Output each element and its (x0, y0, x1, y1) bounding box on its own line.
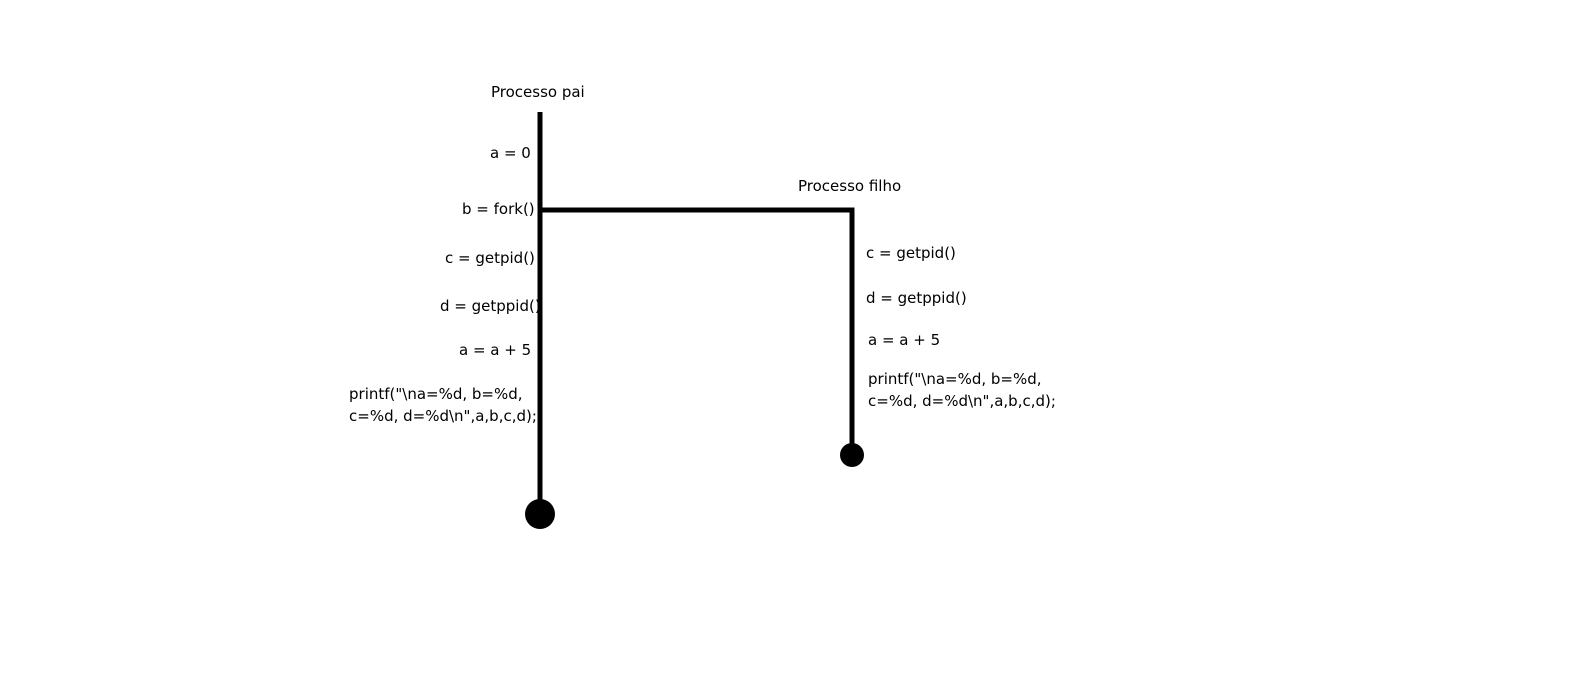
child-process-end-node (840, 443, 864, 467)
parent-step-getppid: d = getppid() (440, 297, 541, 315)
child-printf-line-2: c=%d, d=%d\n",a,b,c,d); (868, 392, 1056, 410)
child-step-getppid: d = getppid() (866, 289, 967, 307)
parent-process-title: Processo pai (491, 83, 585, 101)
parent-step-getpid: c = getpid() (445, 249, 535, 267)
child-step-a-plus-5: a = a + 5 (868, 331, 941, 349)
child-step-getpid: c = getpid() (866, 244, 956, 262)
parent-printf-line-2: c=%d, d=%d\n",a,b,c,d); (349, 407, 537, 425)
fork-branch-line (540, 207, 855, 448)
parent-printf-line-1: printf("\na=%d, b=%d, (349, 385, 523, 403)
parent-step-a-plus-5: a = a + 5 (459, 341, 532, 359)
parent-step-a-init: a = 0 (490, 144, 531, 162)
parent-process-end-node (525, 499, 555, 529)
parent-step-fork: b = fork() (462, 200, 535, 218)
child-printf-line-1: printf("\na=%d, b=%d, (868, 370, 1042, 388)
child-process-title: Processo filho (798, 177, 902, 195)
